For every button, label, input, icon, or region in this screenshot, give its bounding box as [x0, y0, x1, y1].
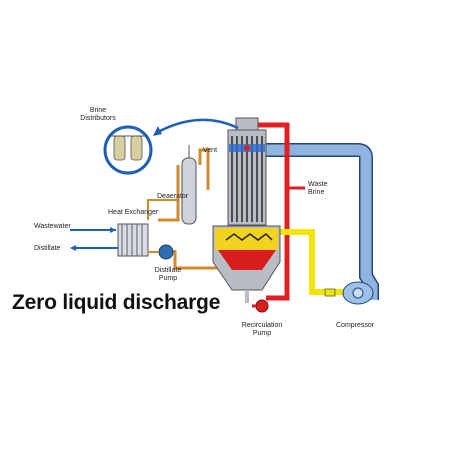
- compressor: [324, 281, 374, 305]
- inset-pointer-arrow: [153, 118, 239, 136]
- svg-text:Waste: Waste: [308, 181, 328, 188]
- recirculation-loop: [248, 122, 305, 301]
- page-title: Zero liquid discharge: [12, 291, 221, 314]
- label-waste-brine: Waste Brine: [308, 181, 328, 196]
- recirculation-pump: [245, 290, 269, 313]
- label-distillate: Distillate: [34, 245, 61, 252]
- label-distillate-pump: Distillate Pump: [155, 267, 182, 282]
- deaerator-column: [181, 145, 197, 225]
- svg-text:Pump: Pump: [253, 330, 271, 337]
- label-wastewater: Wastewater: [34, 223, 71, 230]
- label-deaerator: Deaerator: [157, 193, 189, 200]
- flow-arrows: [70, 227, 118, 251]
- distillate-pump: [148, 244, 174, 260]
- label-recirculation-pump: Recirculation Pump: [242, 322, 283, 337]
- label-heat-exchanger: Heat Exchanger: [108, 209, 159, 216]
- distillate-lines: [147, 148, 222, 270]
- svg-text:Distillate: Distillate: [155, 267, 182, 274]
- evaporator-vessel: [212, 117, 281, 291]
- brine-distributors-inset: [103, 125, 153, 175]
- label-brine-distributors: Brine Distributors: [80, 107, 116, 122]
- svg-text:Recirculation: Recirculation: [242, 322, 283, 329]
- svg-text:Distributors: Distributors: [80, 115, 116, 122]
- svg-text:Brine: Brine: [308, 189, 324, 196]
- heat-exchanger: [117, 223, 149, 257]
- svg-text:Pump: Pump: [159, 275, 177, 282]
- label-vent: Vent: [203, 147, 217, 154]
- vapor-duct: [258, 143, 379, 300]
- label-compressor: Compressor: [336, 322, 375, 329]
- svg-text:Brine: Brine: [90, 107, 106, 114]
